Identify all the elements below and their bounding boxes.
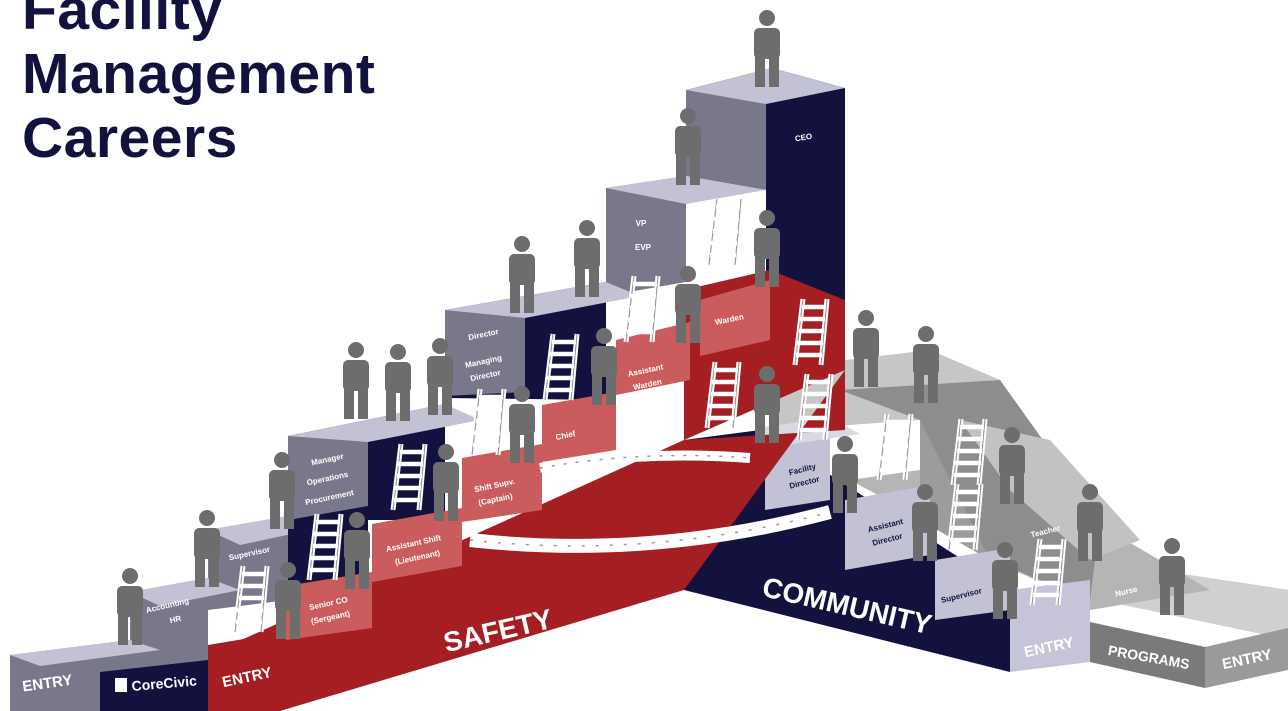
title-line-3: Careers (22, 106, 238, 170)
role-evp: EVP (635, 243, 652, 252)
entry-corporate: ENTRY (21, 672, 73, 696)
title-line-1: Facility (22, 0, 223, 42)
corecivic-logo: CoreCivic (115, 672, 198, 694)
corecivic-logo-panel (100, 660, 208, 711)
building-icon (115, 678, 127, 692)
logo-text: CoreCivic (131, 672, 198, 694)
role-chief: Chief (555, 429, 577, 442)
role-vp: VP (636, 219, 647, 228)
page-title: Facility Management Careers (22, 0, 375, 170)
programs-entry-front (1090, 622, 1205, 688)
rope-ladders (469, 450, 832, 553)
community-track (684, 418, 1090, 672)
title-line-2: Management (22, 42, 376, 106)
role-hr: HR (169, 614, 183, 625)
role-ceo: CEO (794, 132, 813, 144)
